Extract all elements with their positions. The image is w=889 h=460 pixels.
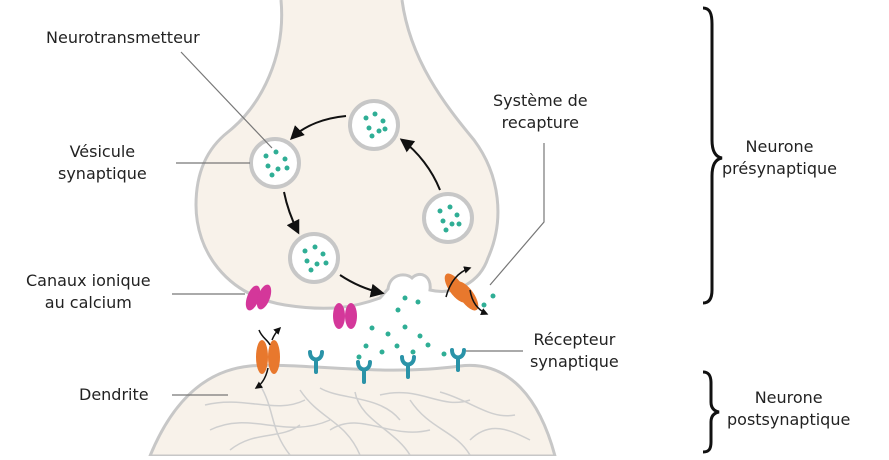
- presynaptic-label-line1: Neurone: [722, 136, 837, 158]
- reuptake-label-line2: recapture: [493, 112, 588, 134]
- dendrite-label: Dendrite: [79, 384, 149, 406]
- calcium-channels-label-line1: Canaux ionique: [26, 270, 151, 292]
- presynaptic-label: Neurone présynaptique: [722, 136, 837, 180]
- postsynaptic-label-line1: Neurone: [727, 387, 850, 409]
- presynaptic-brace: [703, 8, 722, 303]
- receptor-label-line2: synaptique: [530, 351, 619, 373]
- vesicle-label: Vésicule synaptique: [58, 141, 147, 185]
- receptor-label-line1: Récepteur: [530, 329, 619, 351]
- vesicle-left: [251, 139, 299, 187]
- reuptake-label: Système de recapture: [493, 90, 588, 134]
- vesicle-right: [424, 194, 472, 242]
- vesicle-label-line2: synaptique: [58, 163, 147, 185]
- postsynaptic-label: Neurone postsynaptique: [727, 387, 850, 431]
- calcium-channels-label: Canaux ionique au calcium: [26, 270, 151, 314]
- reuptake-label-line1: Système de: [493, 90, 588, 112]
- neurotransmitter-label: Neurotransmetteur: [46, 27, 200, 49]
- presynaptic-label-line2: présynaptique: [722, 158, 837, 180]
- presynaptic-terminal: [196, 0, 498, 308]
- postsynaptic-label-line2: postsynaptique: [727, 409, 850, 431]
- vesicle-top: [350, 101, 398, 149]
- calcium-channels-label-line2: au calcium: [26, 292, 151, 314]
- receptor-label: Récepteur synaptique: [530, 329, 619, 373]
- vesicle-label-line1: Vésicule: [58, 141, 147, 163]
- postsynaptic-brace: [703, 372, 719, 452]
- vesicle-bottom: [290, 234, 338, 282]
